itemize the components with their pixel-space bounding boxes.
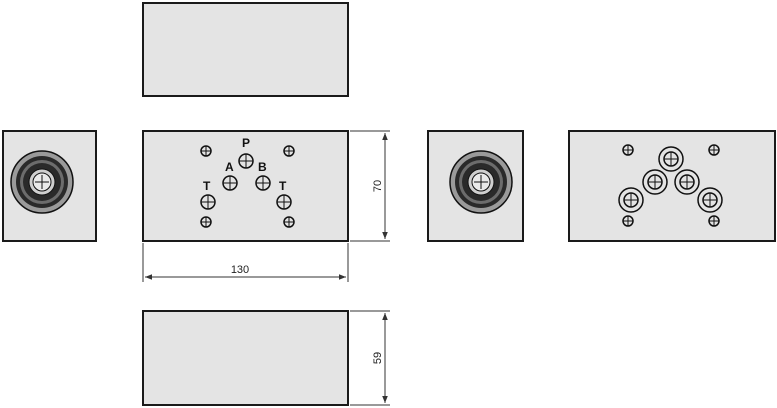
right-plug-icon bbox=[449, 150, 513, 214]
port-label-p: P bbox=[242, 136, 250, 150]
dimension-height-front: 70 bbox=[350, 130, 390, 242]
rear-port-icon bbox=[674, 169, 700, 195]
port-label-t-right: T bbox=[279, 179, 287, 193]
port-a-icon bbox=[222, 175, 238, 191]
front-view: P A B T T bbox=[142, 130, 349, 242]
mounting-hole-icon bbox=[708, 215, 720, 227]
mounting-hole-icon bbox=[622, 144, 634, 156]
rear-port-icon bbox=[658, 146, 684, 172]
dimension-label-59: 59 bbox=[372, 352, 384, 364]
dimension-width-front: 130 bbox=[142, 243, 349, 282]
port-b-icon bbox=[255, 175, 271, 191]
rear-port-icon bbox=[618, 187, 644, 213]
left-plug-icon bbox=[10, 150, 74, 214]
top-view bbox=[142, 2, 349, 97]
port-label-a: A bbox=[225, 160, 234, 174]
port-label-t-left: T bbox=[203, 179, 211, 193]
left-side-view bbox=[2, 130, 97, 242]
right-side-view bbox=[427, 130, 524, 242]
port-label-b: B bbox=[258, 160, 267, 174]
mounting-hole-icon bbox=[200, 216, 212, 228]
mounting-hole-icon bbox=[622, 215, 634, 227]
rear-port-icon bbox=[642, 169, 668, 195]
rear-view bbox=[568, 130, 776, 242]
bottom-view bbox=[142, 310, 349, 406]
mounting-hole-icon bbox=[708, 144, 720, 156]
mounting-hole-icon bbox=[283, 216, 295, 228]
dimension-label-70: 70 bbox=[372, 180, 384, 192]
port-p-icon bbox=[238, 153, 254, 169]
mounting-hole-icon bbox=[200, 145, 212, 157]
dimension-label-130: 130 bbox=[231, 264, 249, 276]
dimension-height-bottom: 59 bbox=[350, 310, 390, 406]
mounting-hole-icon bbox=[283, 145, 295, 157]
rear-port-icon bbox=[697, 187, 723, 213]
port-t-left-icon bbox=[200, 194, 216, 210]
port-t-right-icon bbox=[276, 194, 292, 210]
